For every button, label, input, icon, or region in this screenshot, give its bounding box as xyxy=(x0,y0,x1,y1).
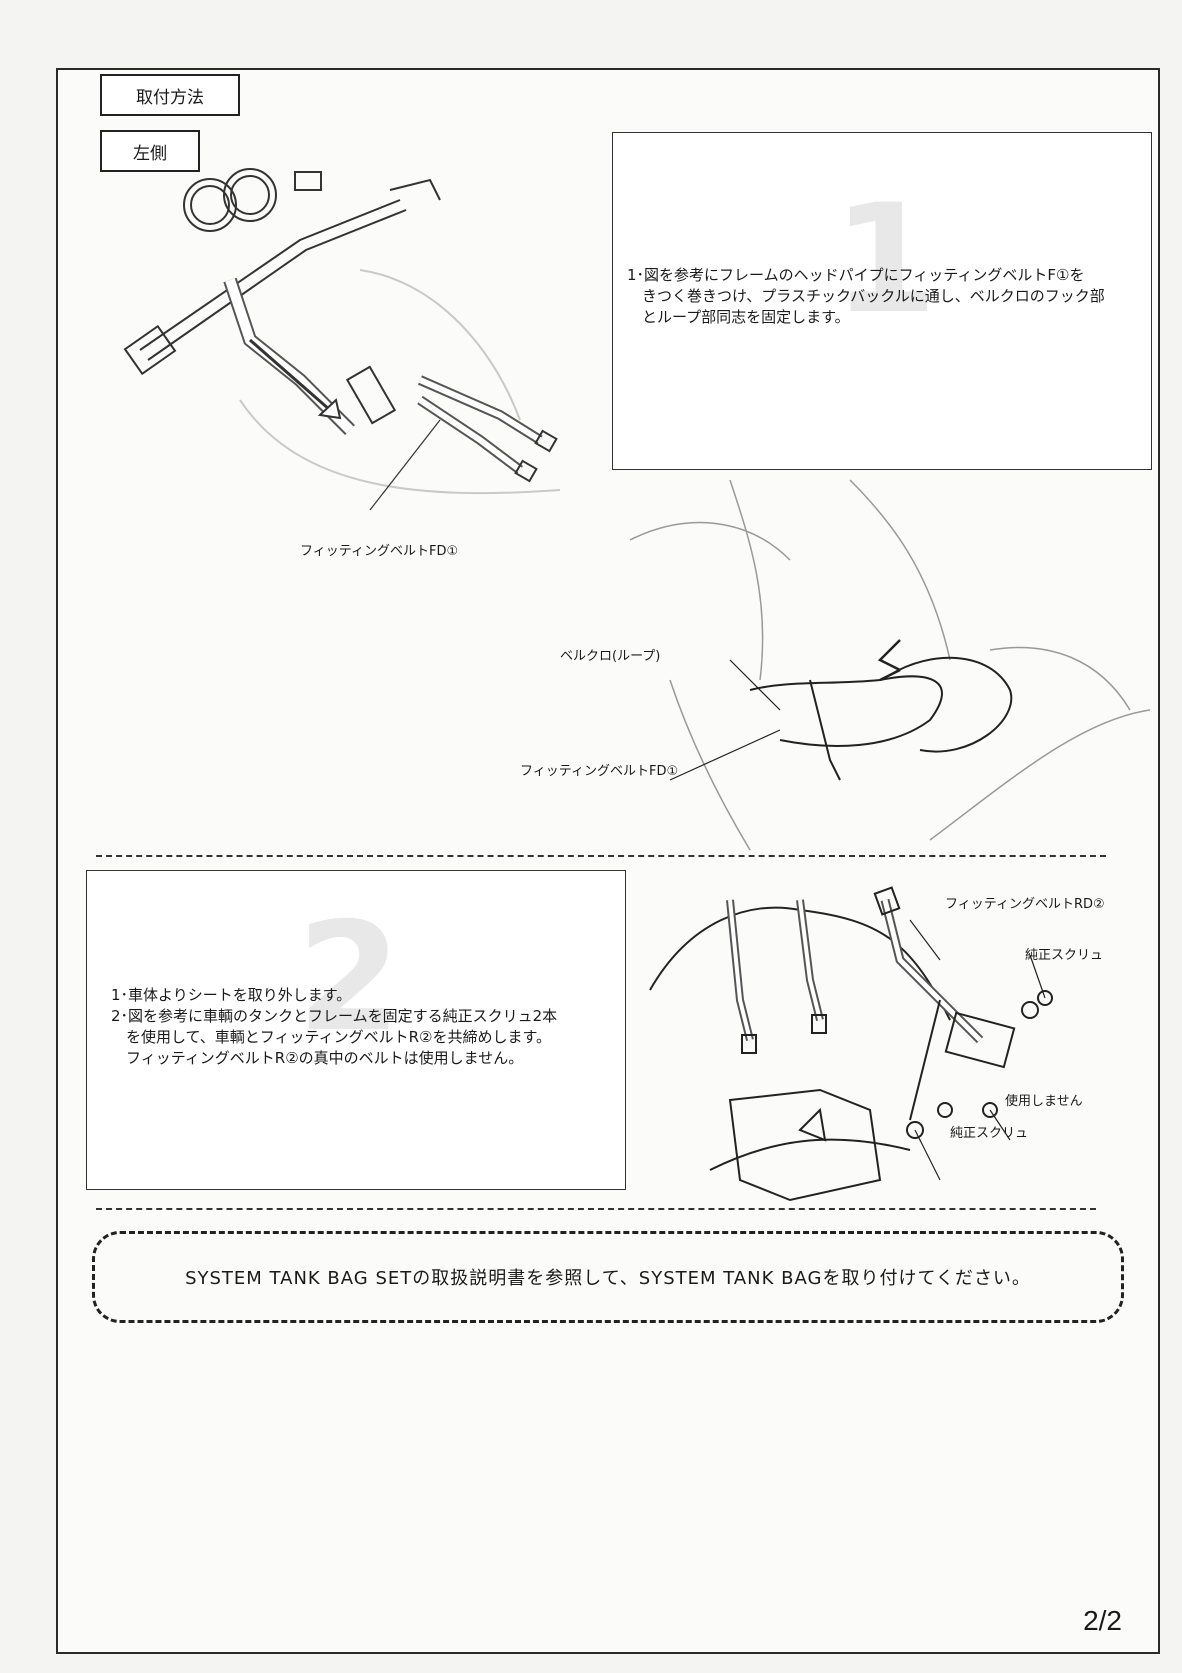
callout-screw-top: 純正スクリュ xyxy=(1025,948,1104,963)
method-label: 取付方法 xyxy=(100,74,240,116)
step2-box: 2 1･車体よりシートを取り外します。 2･図を参考に車輌のタンクとフレームを固… xyxy=(86,870,626,1190)
step1-watermark-number: 1 xyxy=(833,173,938,347)
tank-bag-notice-banner: SYSTEM TANK BAG SETの取扱説明書を参照して、SYSTEM TA… xyxy=(92,1231,1124,1323)
velcro-loop-illustration xyxy=(629,479,1151,851)
callout-fd1-mid: フィッティングベルトFD① xyxy=(520,764,679,779)
callout-not-used: 使用しません xyxy=(1005,1094,1083,1109)
tank-bag-notice-text: SYSTEM TANK BAG SETの取扱説明書を参照して、SYSTEM TA… xyxy=(185,1268,1031,1289)
callout-velcro-loop: ベルクロ(ループ) xyxy=(560,649,661,664)
handlebar-illustration xyxy=(123,168,561,511)
side-label-text: 左側 xyxy=(133,143,167,164)
method-label-text: 取付方法 xyxy=(136,87,204,108)
callout-screw-bottom: 純正スクリュ xyxy=(950,1126,1029,1141)
step2-text: 1･車体よりシートを取り外します。 2･図を参考に車輌のタンクとフレームを固定す… xyxy=(111,986,558,1067)
step1-box: 1 1･図を参考にフレームのヘッドパイプにフィッティングベルトF①を きつく巻き… xyxy=(612,132,1152,470)
side-label: 左側 xyxy=(100,130,200,172)
separator-1 xyxy=(96,855,1106,857)
step2-watermark-number: 2 xyxy=(297,891,402,1065)
page-number: 2/2 xyxy=(1083,1605,1122,1636)
callout-fd1-top: フィッティングベルトFD① xyxy=(300,544,459,559)
rear-frame-illustration xyxy=(649,886,1053,1202)
separator-2 xyxy=(96,1208,1096,1210)
callout-rd2: フィッティングベルトRD② xyxy=(945,897,1105,912)
step1-text: 1･図を参考にフレームのヘッドパイプにフィッティングベルトF①を きつく巻きつけ… xyxy=(627,266,1105,326)
